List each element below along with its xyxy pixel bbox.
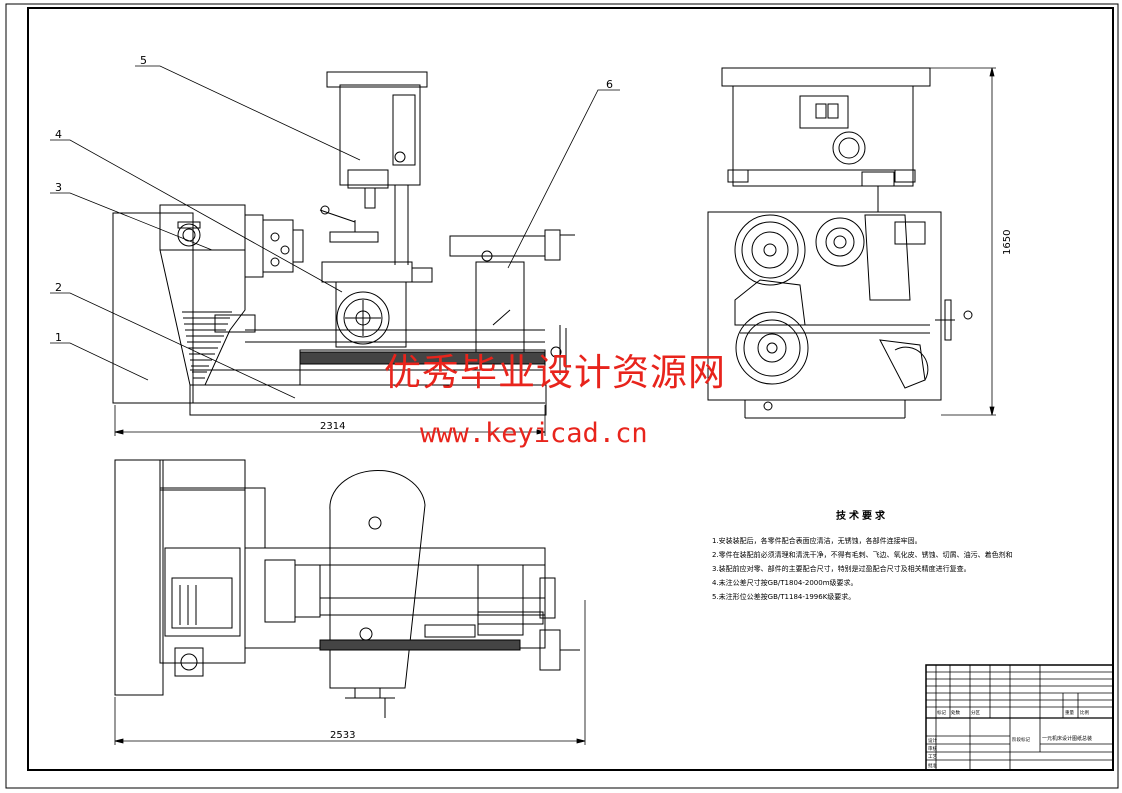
tb-label-zone: 分区 — [971, 709, 980, 716]
side-view — [707, 67, 973, 419]
front-length-value: 2314 — [320, 421, 345, 432]
spindle-motor — [339, 84, 421, 186]
tb-label-design: 设计 — [928, 737, 937, 744]
callout-leaders — [50, 65, 620, 399]
title-block-labels: 标记 处数 分区 设计 审核 工艺 批准 阶段标记 重量 比例 一元机床设计图纸… — [928, 709, 1092, 769]
callout-4: 4 — [55, 128, 62, 141]
carriage — [321, 261, 413, 283]
tb-label-count: 处数 — [951, 709, 960, 716]
callout-5: 5 — [140, 54, 147, 67]
base-stand — [112, 212, 194, 404]
tb-label-mark: 标记 — [937, 709, 946, 716]
side-height-value: 1650 — [1002, 230, 1013, 255]
technical-requirements: 技术要求 1.安装装配后，各零件配合表面应清洁，无锈蚀，各部件连接牢固。 2.零… — [712, 510, 1012, 604]
callout-6: 6 — [606, 78, 613, 91]
tb-label-process: 工艺 — [928, 754, 937, 760]
rack — [299, 351, 546, 365]
tech-req-line-5: 5.未注形位公差按GB/T1184-1996K级要求。 — [712, 593, 856, 601]
tb-label-stage: 阶段标记 — [1012, 736, 1030, 743]
outer-border — [5, 3, 1119, 789]
tailstock — [475, 261, 525, 353]
belt-cover — [329, 469, 426, 689]
handwheel-front — [336, 291, 390, 345]
tb-label-weight: 重量 — [1065, 709, 1074, 716]
stepped-wedge — [182, 311, 232, 379]
tech-req-line-4: 4.未注公差尺寸按GB/T1804-2000m级要求。 — [712, 579, 858, 587]
watermark-chinese: 优秀毕业设计资源网 — [384, 351, 726, 394]
tb-label-approve: 批准 — [928, 762, 937, 769]
headstock — [159, 204, 246, 386]
callout-numbers: 1 2 3 4 5 6 — [55, 54, 613, 344]
callout-1: 1 — [55, 331, 62, 344]
side-motor-top — [721, 67, 931, 87]
callout-2: 2 — [55, 281, 62, 294]
tb-label-review: 审核 — [928, 745, 937, 752]
tech-req-line-2: 2.零件在装配前必须清理和清洗干净，不得有毛刺、飞边、氧化皮、锈蚀、切屑、油污、… — [712, 551, 1012, 559]
front-view — [112, 71, 575, 416]
watermark-url: www.keyicad.cn — [420, 418, 648, 449]
pulley-left — [734, 214, 806, 286]
side-body — [707, 211, 942, 401]
front-length-dimension — [114, 405, 546, 436]
pulley-bottom — [735, 311, 809, 385]
callout-3: 3 — [55, 181, 62, 194]
top-length-value: 2533 — [330, 730, 355, 741]
top-rack — [319, 639, 521, 651]
tb-label-scale: 比例 — [1080, 709, 1089, 716]
tb-drawing-name: 一元机床设计图纸总装 — [1042, 735, 1092, 742]
top-length-dimension — [114, 600, 586, 745]
title-block — [925, 664, 1114, 771]
switch-box — [799, 95, 849, 129]
technical-requirements-title: 技术要求 — [836, 511, 888, 522]
top-chuck — [264, 559, 296, 623]
tech-req-line-1: 1.安装装配后，各零件配合表面应清洁，无锈蚀，各部件连接牢固。 — [712, 537, 922, 545]
tech-req-line-3: 3.装配前应对零、部件的主要配合尺寸，特别是过盈配合尺寸及相关精度进行复查。 — [712, 565, 971, 573]
top-base — [114, 459, 164, 696]
top-view — [114, 459, 580, 718]
inner-border — [27, 7, 1114, 771]
side-height-dimension — [930, 67, 996, 416]
pulley-mid — [815, 217, 865, 267]
